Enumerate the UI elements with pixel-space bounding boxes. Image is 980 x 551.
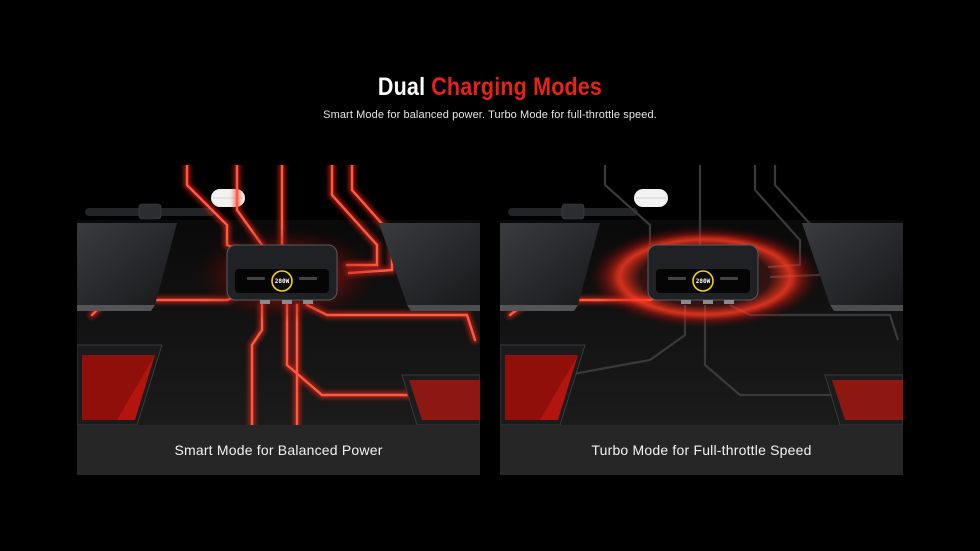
smart-caption-bar: Smart Mode for Balanced Power (77, 425, 480, 475)
smart-mode-caption: Smart Mode for Balanced Power (174, 442, 383, 458)
smartwatch-icon (508, 203, 638, 220)
turbo-screen-value: 280W (696, 278, 711, 285)
turbo-mode-scene: 280W (500, 165, 903, 425)
phone-icon (77, 344, 163, 425)
smart-cables (88, 165, 479, 425)
turbo-caption-bar: Turbo Mode for Full-throttle Speed (500, 425, 903, 475)
phone-icon (401, 374, 480, 425)
charging-station-icon: 280W (647, 244, 759, 304)
laptop-icon (500, 223, 600, 311)
smart-mode-panel: 280W Smart Mode for Balanced Power (77, 165, 480, 475)
turbo-mode-caption: Turbo Mode for Full-throttle Speed (591, 442, 812, 458)
tablet-icon (379, 223, 480, 311)
charging-station-icon: 280W (226, 244, 338, 304)
smart-mode-scene: 280W (77, 165, 480, 425)
phone-icon (824, 374, 903, 425)
title-plain: Dual (377, 73, 426, 101)
tablet-icon (802, 223, 903, 311)
smart-screen-value: 280W (275, 278, 290, 285)
smartwatch-icon (85, 203, 215, 220)
page-subtitle: Smart Mode for balanced power. Turbo Mod… (323, 109, 657, 121)
laptop-icon (77, 223, 177, 311)
phone-icon (500, 344, 586, 425)
turbo-mode-panel: 280W Turbo Mode for Full-throttle Speed (500, 165, 903, 475)
title-accent: Charging Modes (431, 73, 603, 101)
earbuds-case-icon (634, 189, 668, 207)
